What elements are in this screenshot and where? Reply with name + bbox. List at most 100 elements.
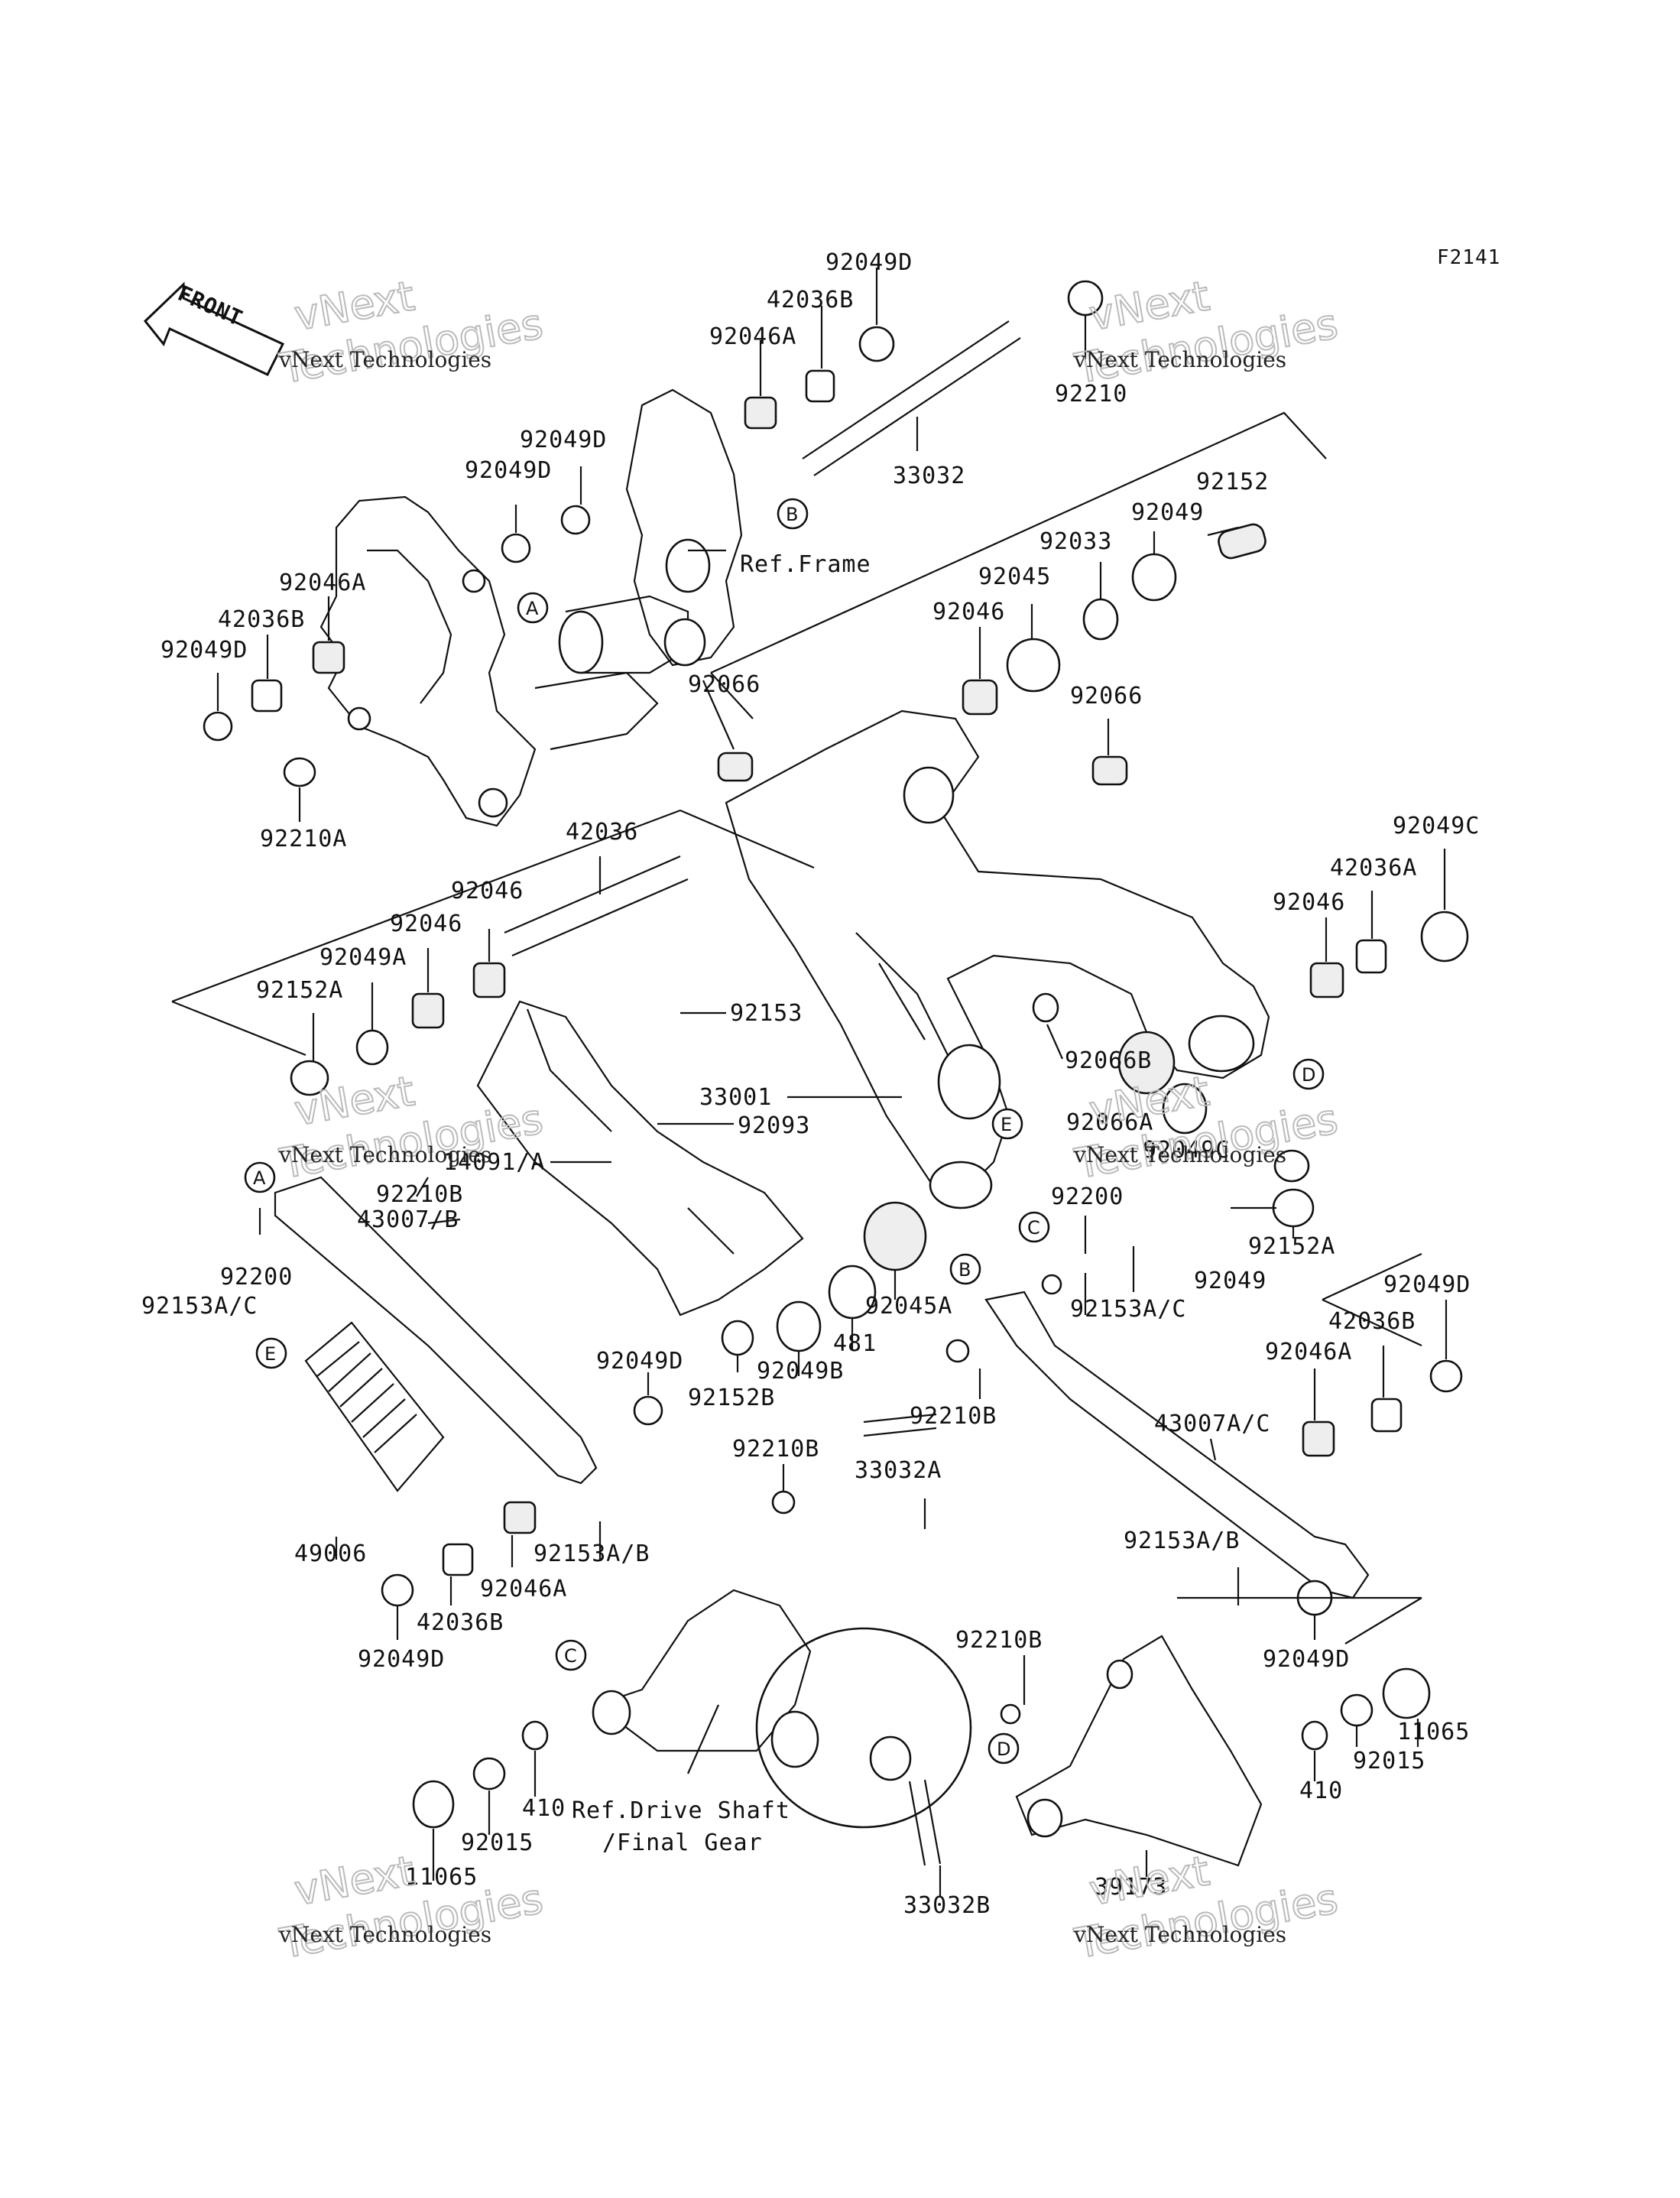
leader-lines — [216, 268, 1448, 1896]
part-label: 92049C — [1393, 813, 1480, 839]
part-label: 92152 — [1196, 469, 1269, 495]
ref-frame-label: Ref.Frame — [740, 551, 871, 578]
watermark-text: vNext Technologies — [1073, 347, 1286, 372]
part-label: 92153A/C — [141, 1293, 258, 1320]
part-label: 49006 — [294, 1541, 367, 1567]
part-label: 92046 — [451, 878, 524, 904]
part-label: 92210B — [376, 1181, 463, 1208]
part-label: 92066 — [1070, 683, 1143, 709]
part-label: 33032B — [903, 1892, 991, 1919]
part-label: 92046A — [1265, 1339, 1352, 1365]
ref-drive-shaft-label: Ref.Drive Shaft — [572, 1797, 790, 1824]
part-label: 92049 — [1194, 1268, 1266, 1294]
part-label: 410 — [1299, 1778, 1343, 1804]
part-label: 92049D — [520, 427, 607, 453]
part-label: 92049D — [1263, 1646, 1350, 1673]
part-label: 33001 — [699, 1084, 772, 1111]
part-label: 43007A/C — [1154, 1411, 1271, 1437]
final-gear-drawing — [592, 1589, 972, 1829]
part-label: 92066 — [688, 671, 761, 698]
part-label: 92153A/B — [534, 1541, 650, 1567]
hardware-parts — [203, 280, 1469, 1829]
part-label: 42036B — [218, 606, 305, 633]
part-label: 92066A — [1066, 1109, 1153, 1136]
part-label: 42036 — [566, 819, 638, 846]
callout-d-2: D — [997, 1739, 1010, 1760]
part-label: 42036B — [767, 287, 854, 313]
part-label: 42036B — [417, 1609, 504, 1636]
part-label: 39173 — [1095, 1874, 1167, 1901]
dust-boot-drawing — [304, 1321, 445, 1492]
watermark-text: vNext Technologies — [278, 1922, 491, 1947]
guide-lines — [171, 411, 1422, 1644]
part-label: 92152A — [1248, 1233, 1335, 1260]
part-label: 92046A — [279, 570, 366, 596]
part-label: 92049D — [465, 457, 552, 484]
part-label: 33032 — [893, 463, 965, 489]
part-label: 43007/B — [357, 1206, 459, 1233]
part-label: 92033 — [1039, 528, 1112, 555]
part-label: 92046 — [390, 911, 462, 937]
part-label: 92049C — [1143, 1137, 1230, 1164]
circle-callouts: B A A D E C B E C D — [244, 498, 1325, 1765]
part-label: 92066B — [1065, 1047, 1152, 1074]
part-label: 92152A — [256, 977, 343, 1004]
part-number-labels: 92049D 42036B 92046A 92210 33032 92049D … — [141, 249, 1480, 1919]
watermarks: vNext Technologies vNext Technologies vN… — [275, 271, 1342, 1969]
part-label: 92049A — [319, 944, 407, 971]
callout-c-1: C — [1027, 1217, 1040, 1239]
part-label: 410 — [522, 1795, 566, 1822]
part-label: 92049D — [825, 249, 913, 276]
part-label: 42036A — [1330, 855, 1417, 881]
frame-drawing — [319, 388, 743, 827]
part-label: 92093 — [738, 1112, 810, 1139]
linkage-drawing — [1015, 1635, 1263, 1867]
part-label: 92049 — [1131, 499, 1204, 526]
watermark-text: vNext Technologies — [278, 1142, 491, 1167]
part-label: 11065 — [405, 1864, 478, 1891]
part-label: 92046 — [1273, 889, 1345, 916]
watermark-text: vNext Technologies — [1073, 1142, 1286, 1167]
ref-final-gear-label: /Final Gear — [602, 1830, 763, 1856]
part-label: 11065 — [1397, 1719, 1470, 1745]
part-label: 92046A — [480, 1576, 567, 1602]
part-label: 92152B — [688, 1385, 775, 1411]
callout-b-2: B — [958, 1259, 971, 1281]
callout-c-2: C — [564, 1645, 577, 1667]
part-label: 92153A/C — [1070, 1296, 1187, 1323]
part-label: 92049D — [1383, 1271, 1471, 1298]
part-label: 92046 — [932, 599, 1005, 625]
shafts — [504, 320, 1021, 1866]
tie-rods-drawing — [274, 1176, 1370, 1599]
callout-d-1: D — [1302, 1064, 1315, 1086]
callout-b-1: B — [786, 504, 798, 525]
callout-e-1: E — [1001, 1114, 1012, 1135]
part-label: 92049D — [358, 1646, 445, 1673]
part-label: 92200 — [1051, 1183, 1124, 1210]
part-label: 92015 — [461, 1830, 534, 1856]
callout-e-2: E — [264, 1343, 276, 1365]
part-label: 92049D — [596, 1348, 683, 1375]
part-label: 92153A/B — [1124, 1528, 1241, 1554]
part-label: 92200 — [220, 1264, 293, 1291]
part-label: 92210B — [955, 1627, 1043, 1654]
part-label: 92210 — [1055, 381, 1127, 407]
part-label: 92210B — [910, 1403, 997, 1430]
part-label: 14091/A — [443, 1149, 545, 1176]
part-label: 92210B — [732, 1436, 819, 1463]
part-label: 42036B — [1328, 1308, 1416, 1335]
front-arrow-icon: FRONT — [143, 281, 285, 376]
bearing-92046A-top — [744, 396, 777, 430]
watermark-text: vNext Technologies — [1073, 1922, 1286, 1947]
figure-code: F2141 — [1437, 246, 1500, 269]
part-label: 92045 — [978, 563, 1051, 590]
part-label: 33032A — [855, 1457, 942, 1484]
callout-a-1: A — [526, 598, 539, 619]
part-label: 92153 — [730, 1000, 803, 1027]
watermark-text: vNext Technologies — [278, 347, 491, 372]
drive-shaft-housing-drawing — [476, 1000, 804, 1317]
part-label: 92015 — [1353, 1748, 1425, 1774]
part-label: 481 — [833, 1330, 877, 1357]
